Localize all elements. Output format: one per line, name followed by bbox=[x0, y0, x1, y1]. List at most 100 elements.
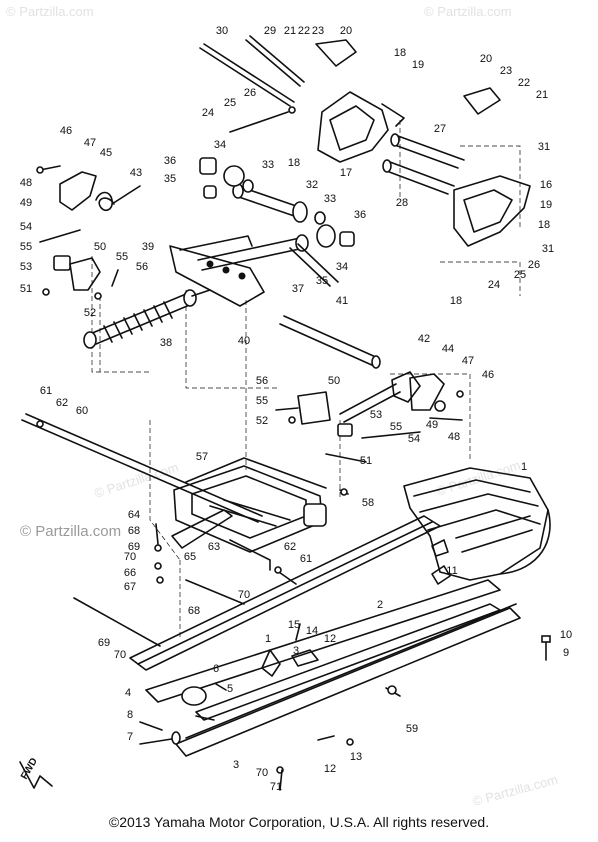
callout-number: 33 bbox=[262, 159, 274, 171]
upper-rods bbox=[199, 35, 305, 133]
watermark: © Partzilla.com bbox=[6, 4, 94, 19]
callout-number: 13 bbox=[350, 751, 362, 763]
spring-43 bbox=[36, 165, 141, 212]
callout-number: 46 bbox=[60, 125, 72, 137]
shafts bbox=[382, 133, 465, 195]
track-1 bbox=[403, 467, 551, 581]
callout-number: 57 bbox=[196, 451, 208, 463]
callout-number: 18 bbox=[450, 295, 462, 307]
callout-number: 54 bbox=[408, 433, 420, 445]
bushings bbox=[199, 157, 355, 287]
callout-number: 3 bbox=[233, 759, 239, 771]
callout-number: 47 bbox=[84, 137, 96, 149]
callout-number: 53 bbox=[20, 261, 32, 273]
callout-number: 35 bbox=[164, 173, 176, 185]
fwd-arrow: FWD bbox=[19, 756, 53, 789]
callout-number: 22 bbox=[298, 25, 310, 37]
callout-number: 7 bbox=[127, 731, 133, 743]
watermark-layer: © Partzilla.com © Partzilla.com © Partzi… bbox=[6, 4, 559, 809]
callout-number: 65 bbox=[184, 551, 196, 563]
callout-number: 19 bbox=[412, 59, 424, 71]
frame-57 bbox=[171, 457, 327, 571]
pivot-arm-40 bbox=[169, 183, 309, 307]
callout-number: 27 bbox=[434, 123, 446, 135]
callout-number: 26 bbox=[528, 259, 540, 271]
callout-number: 43 bbox=[130, 167, 142, 179]
callout-number: 38 bbox=[160, 337, 172, 349]
callout-number: 45 bbox=[100, 147, 112, 159]
bracket-17 bbox=[315, 39, 405, 163]
callout-number: 32 bbox=[306, 179, 318, 191]
callout-number: 55 bbox=[20, 241, 32, 253]
callout-number: 58 bbox=[362, 497, 374, 509]
callout-number: 55 bbox=[390, 421, 402, 433]
callout-number: 60 bbox=[76, 405, 88, 417]
pivot-arm-42 bbox=[339, 371, 464, 439]
callout-number: 52 bbox=[256, 415, 268, 427]
assembly-guides bbox=[91, 120, 521, 640]
callout-number: 53 bbox=[370, 409, 382, 421]
callout-number: 66 bbox=[124, 567, 136, 579]
callout-number: 63 bbox=[208, 541, 220, 553]
callout-number: 18 bbox=[538, 219, 550, 231]
callout-number: 19 bbox=[540, 199, 552, 211]
callout-number: 4 bbox=[125, 687, 131, 699]
callout-number: 3 bbox=[293, 645, 299, 657]
callout-number: 55 bbox=[256, 395, 268, 407]
callout-number: 52 bbox=[84, 307, 96, 319]
callout-number: 30 bbox=[216, 25, 228, 37]
callout-number: 16 bbox=[540, 179, 552, 191]
callout-number: 11 bbox=[446, 565, 457, 577]
callout-number: 35 bbox=[316, 275, 328, 287]
callout-number: 20 bbox=[480, 53, 492, 65]
callout-number: 22 bbox=[518, 77, 530, 89]
watermark: © Partzilla.com bbox=[20, 523, 121, 540]
bolts bbox=[73, 488, 551, 745]
callout-number: 26 bbox=[244, 87, 256, 99]
copyright-notice: ©2013 Yamaha Motor Corporation, U.S.A. A… bbox=[108, 814, 490, 830]
callout-number: 59 bbox=[406, 723, 418, 735]
callout-number: 68 bbox=[188, 605, 200, 617]
callout-number: 50 bbox=[94, 241, 106, 253]
callout-number: 9 bbox=[563, 647, 569, 659]
callout-number: 56 bbox=[256, 375, 268, 387]
callout-number: 64 bbox=[128, 509, 140, 521]
callout-number: 21 bbox=[284, 25, 296, 37]
callout-number: 20 bbox=[340, 25, 352, 37]
callout-number: 36 bbox=[164, 155, 176, 167]
callout-number: 44 bbox=[442, 343, 454, 355]
callout-number: 69 bbox=[98, 637, 110, 649]
bracket-16 bbox=[453, 87, 531, 247]
callout-number: 67 bbox=[124, 581, 136, 593]
callout-number: 62 bbox=[56, 397, 68, 409]
callout-number: 47 bbox=[462, 355, 474, 367]
center-bracket-50 bbox=[275, 391, 367, 463]
callout-number: 37 bbox=[292, 283, 304, 295]
callout-number: 34 bbox=[214, 139, 226, 151]
callout-number: 18 bbox=[288, 157, 300, 169]
callout-number: 41 bbox=[336, 295, 348, 307]
callout-number: 1 bbox=[265, 633, 271, 645]
watermark: © Partzilla.com bbox=[424, 4, 512, 19]
callout-number: 51 bbox=[20, 283, 32, 295]
callout-number: 24 bbox=[488, 279, 500, 291]
callout-number: 29 bbox=[264, 25, 276, 37]
callout-number: 31 bbox=[542, 243, 554, 255]
callout-number: 69 bbox=[128, 541, 140, 553]
callout-number: 70 bbox=[114, 649, 126, 661]
callout-number: 61 bbox=[40, 385, 52, 397]
callout-number: 36 bbox=[354, 209, 366, 221]
callout-number: 8 bbox=[127, 709, 133, 721]
callout-number: 39 bbox=[142, 241, 154, 253]
callout-number: 51 bbox=[360, 455, 372, 467]
callout-number: 62 bbox=[284, 541, 296, 553]
callout-number: 70 bbox=[238, 589, 250, 601]
callout-number: 48 bbox=[20, 177, 32, 189]
callout-number: 12 bbox=[324, 763, 336, 775]
callout-number: 42 bbox=[418, 333, 430, 345]
callout-number: 18 bbox=[394, 47, 406, 59]
callout-number: 70 bbox=[256, 767, 268, 779]
callout-number: 5 bbox=[227, 683, 233, 695]
